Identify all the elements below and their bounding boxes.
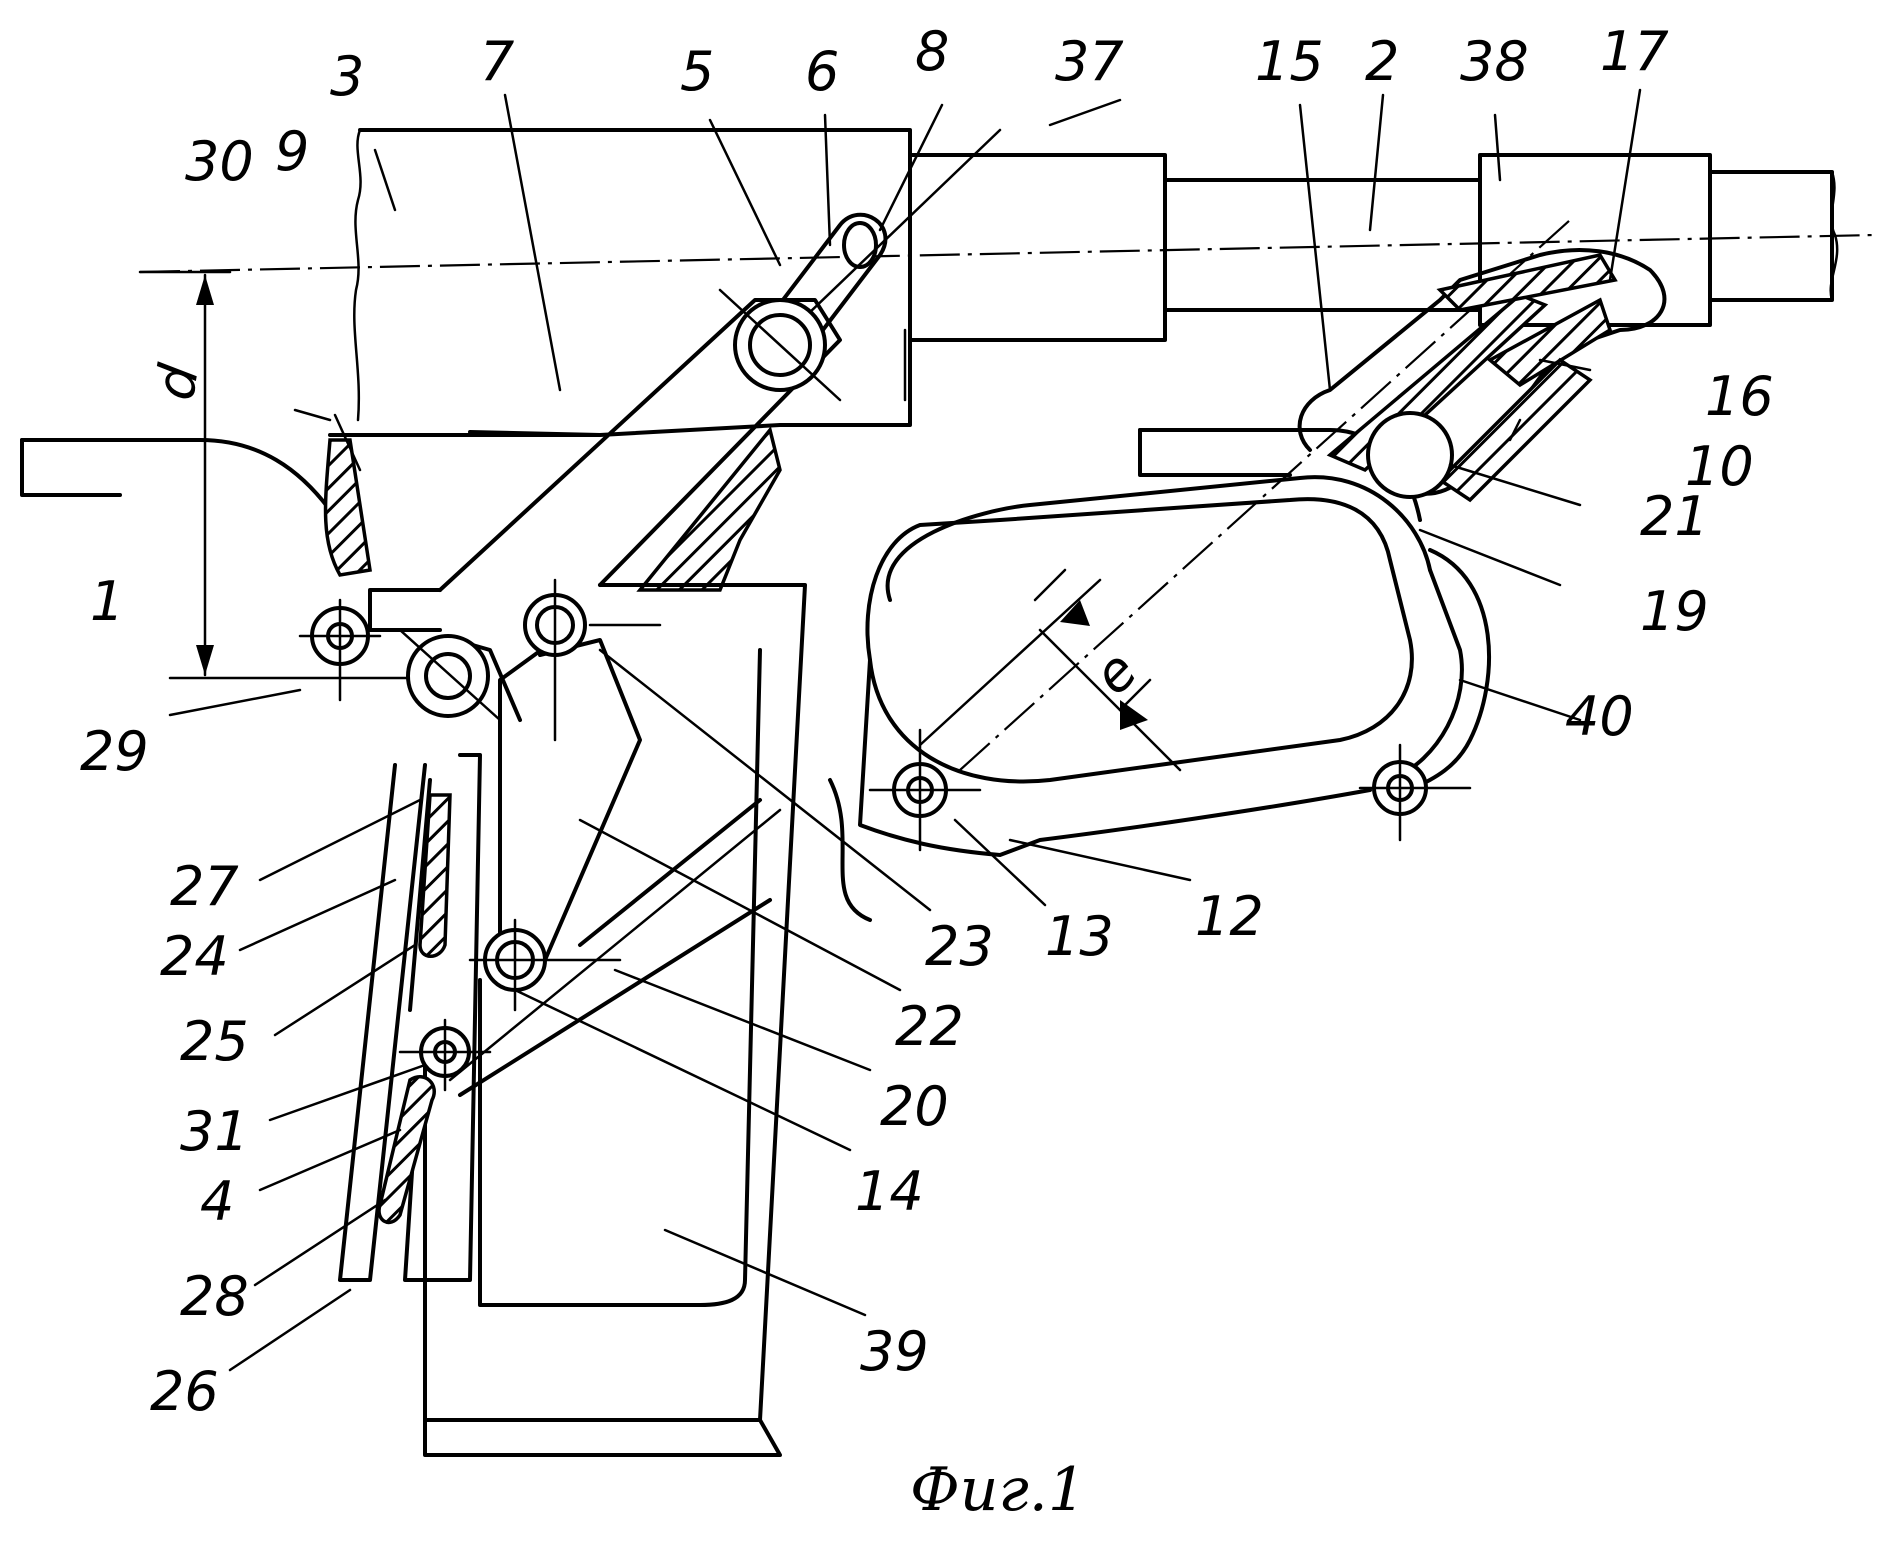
label-30: 30 [185,130,254,193]
label-8: 8 [915,20,949,83]
label-27: 27 [170,855,239,918]
label-3: 3 [330,45,364,108]
label-6: 6 [805,40,839,103]
cam-body-12 [860,477,1462,855]
label-28: 28 [180,1265,249,1328]
label-13: 13 [1045,905,1114,968]
label-7: 7 [480,30,514,93]
roller-21 [1368,413,1452,497]
label-39: 39 [860,1320,929,1383]
part-labels: 3 30 9 7 5 6 8 37 15 2 38 17 16 10 21 19… [80,20,1774,1423]
label-19: 19 [1640,580,1709,643]
bracket-40 [1410,550,1489,790]
label-24: 24 [160,925,229,988]
label-15: 15 [1255,30,1324,93]
label-1: 1 [90,570,124,633]
piston-unit [1300,250,1665,500]
dimension-d [140,272,420,678]
label-4: 4 [200,1170,234,1233]
label-16: 16 [1705,365,1774,428]
label-23: 23 [925,915,994,978]
rod-1 [22,435,600,510]
label-21: 21 [1640,485,1709,548]
label-22: 22 [895,995,964,1058]
label-31: 31 [180,1100,249,1163]
link-22 [500,580,660,960]
support-curve [830,780,870,920]
pin-right [1360,745,1470,840]
label-38: 38 [1460,30,1529,93]
pin-5 [720,290,840,400]
label-37: 37 [1055,30,1124,93]
label-14: 14 [855,1160,924,1223]
label-2: 2 [1365,30,1399,93]
label-5: 5 [680,40,714,103]
figure-caption: Фиг.1 [910,1455,1086,1525]
pin-9 [400,630,500,720]
blade-24-26 [340,755,480,1280]
label-9: 9 [275,120,309,183]
label-25: 25 [180,1010,249,1073]
shaft-2 [905,155,1480,400]
pin-14 [470,920,620,1010]
label-29: 29 [80,720,149,783]
label-26: 26 [150,1360,219,1423]
rod-1-section [326,440,370,575]
dimension-e [920,570,1180,770]
label-17: 17 [1600,20,1669,83]
dimension-d-label: d [143,359,211,404]
label-12: 12 [1195,885,1264,948]
spring-25 [420,795,450,956]
label-20: 20 [880,1075,949,1138]
pin-13 [870,730,980,850]
frame-39 [425,585,805,1455]
dimension-e-label: e [1081,639,1149,707]
label-40: 40 [1565,685,1634,748]
lever-support-section [640,430,780,590]
